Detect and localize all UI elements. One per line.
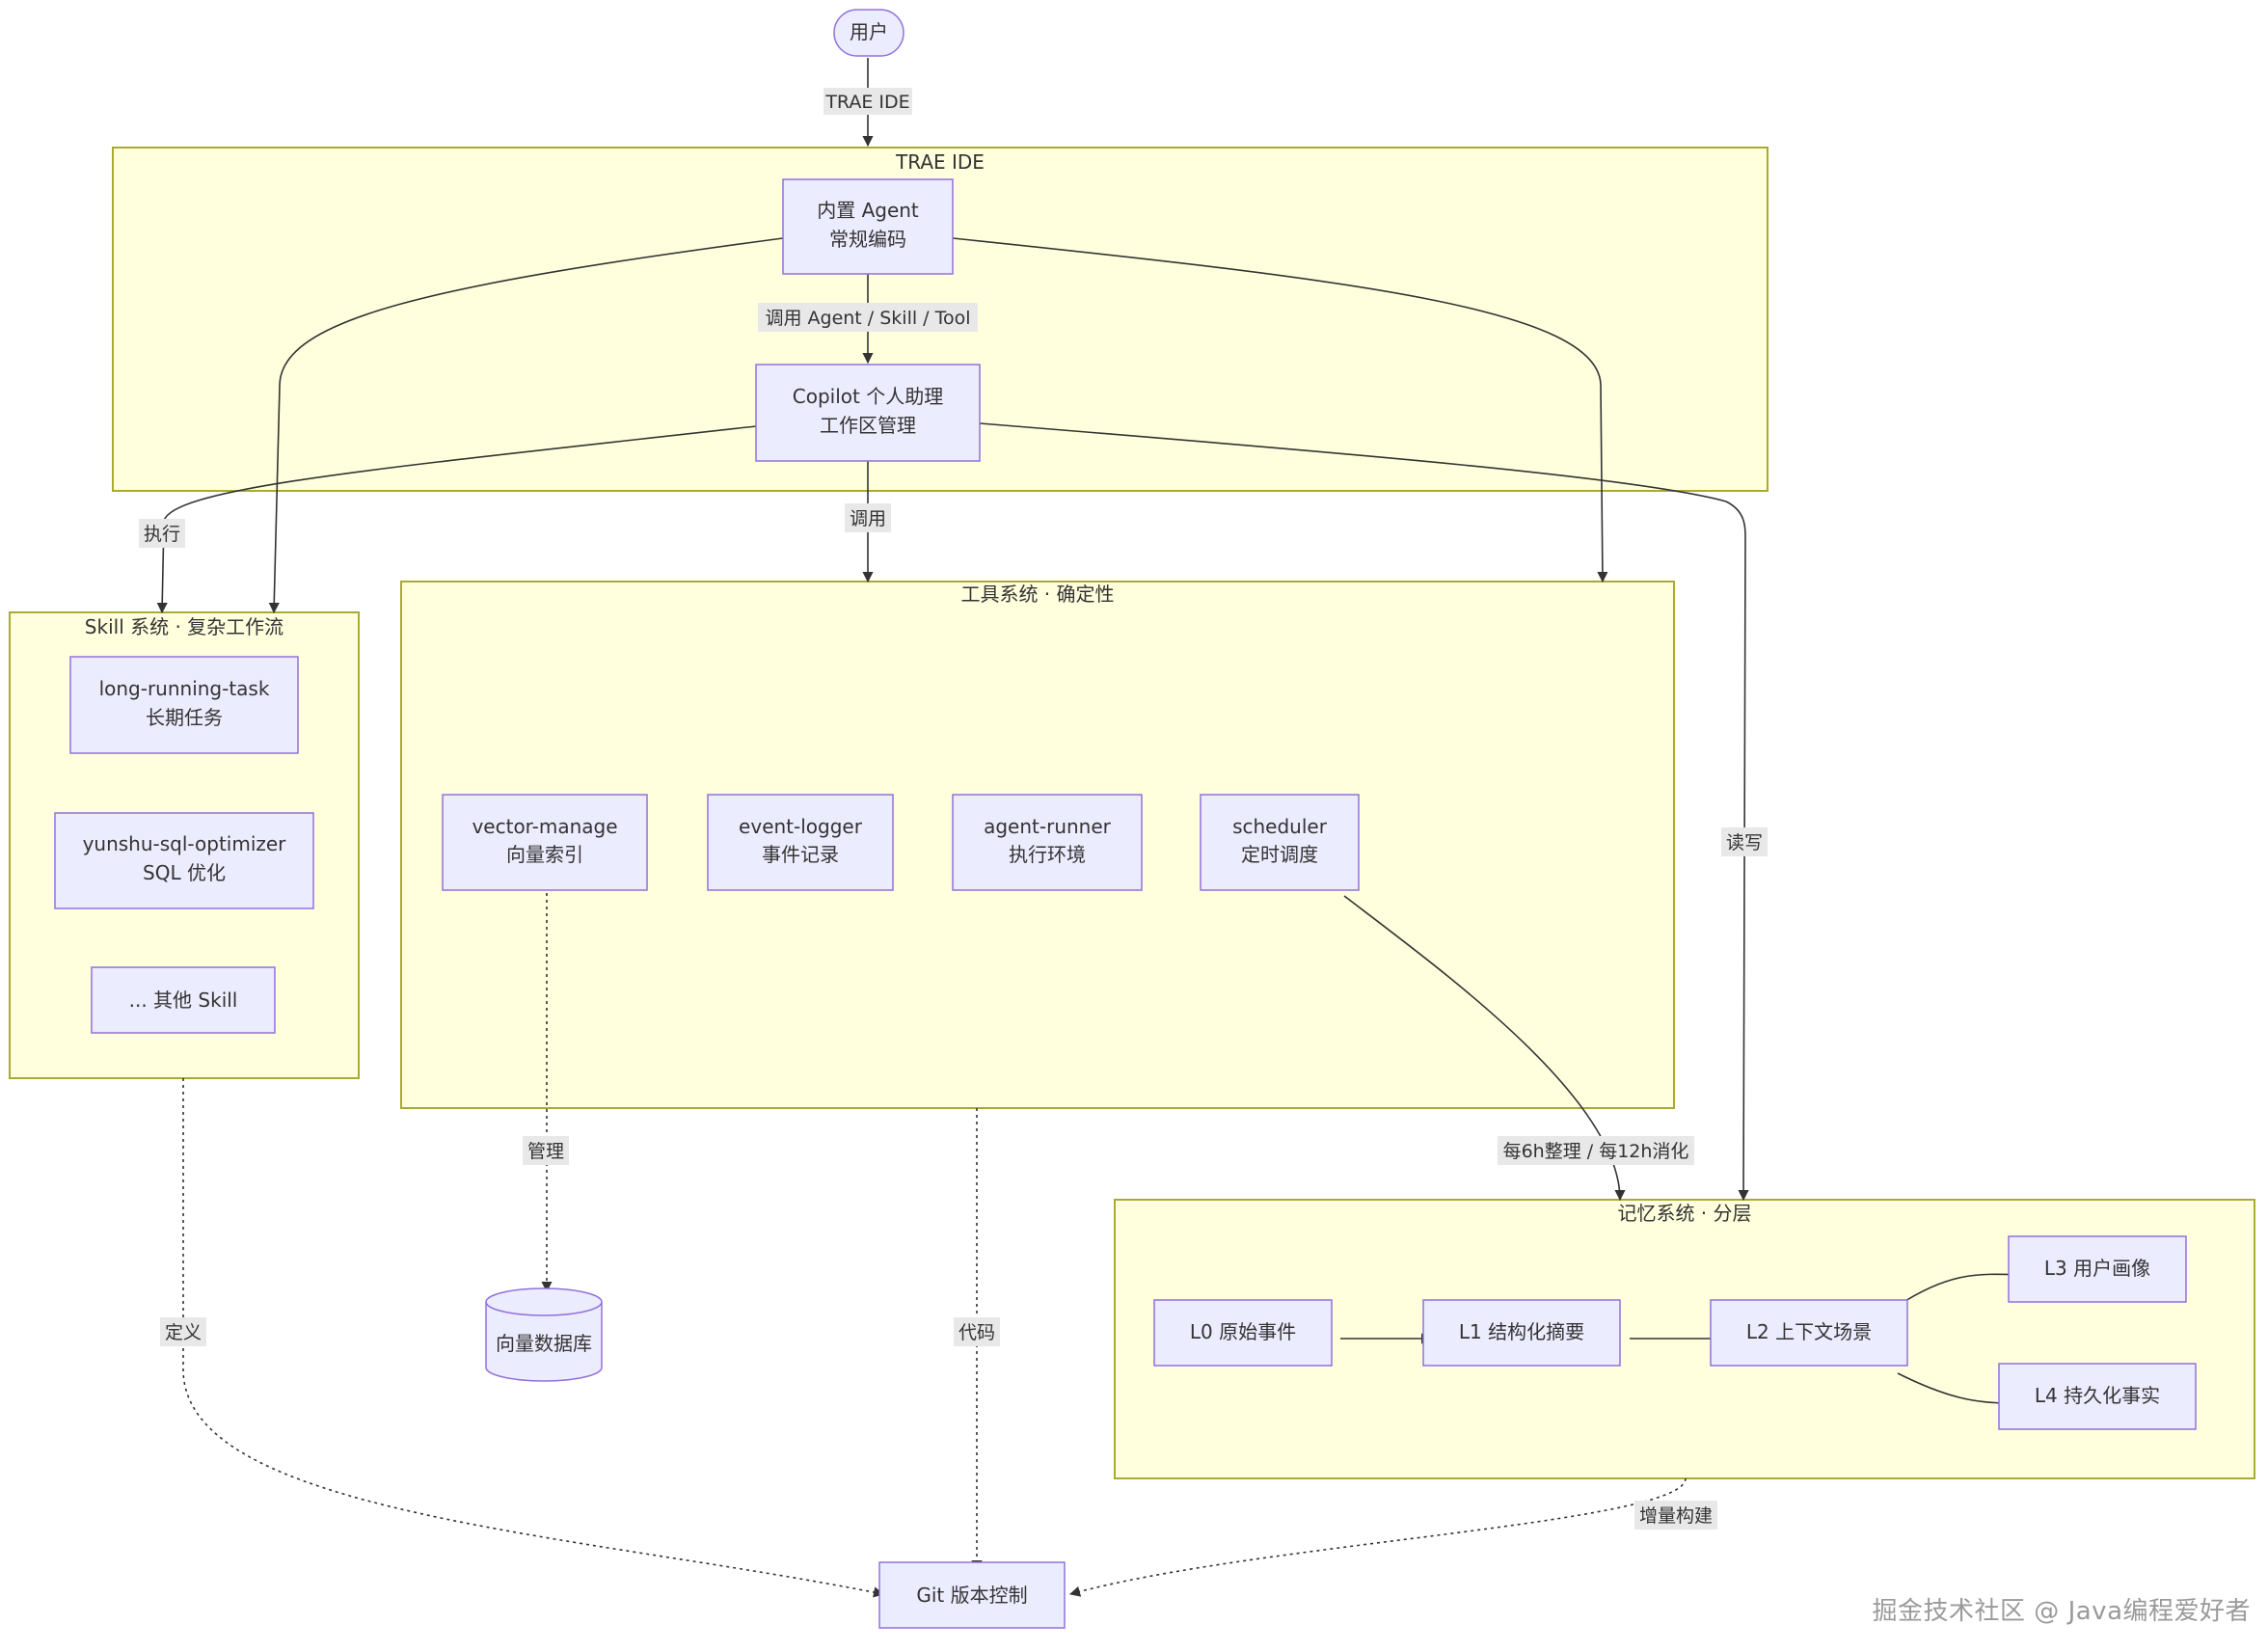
- edge-label-agent-copilot: 调用 Agent / Skill / Tool: [758, 303, 978, 332]
- node-scheduler-line2: 定时调度: [1241, 843, 1318, 866]
- node-skill2-line1: yunshu-sql-optimizer: [83, 832, 287, 855]
- node-skill-long-running-task: long-running-task 长期任务: [69, 656, 299, 754]
- edge-copilot-skill: [156, 425, 757, 614]
- node-l3: L3 用户画像: [2008, 1235, 2187, 1303]
- edge-label-agent-copilot-text: 调用 Agent / Skill / Tool: [765, 308, 970, 329]
- edge-label-copilot-skill-text: 执行: [144, 524, 180, 545]
- node-logger-line1: event-logger: [739, 815, 863, 838]
- edge-label-scheduler-memory-text: 每6h整理 / 每12h消化: [1503, 1141, 1689, 1162]
- node-l4: L4 持久化事实: [1998, 1363, 2197, 1430]
- node-skill-sql-optimizer: yunshu-sql-optimizer SQL 优化: [54, 812, 314, 909]
- node-l2-label: L2 上下文场景: [1746, 1320, 1872, 1343]
- edge-label-copilot-memory: 读写: [1721, 827, 1768, 856]
- edge-label-tool-git: 代码: [954, 1317, 1000, 1346]
- node-l2: L2 上下文场景: [1710, 1299, 1908, 1367]
- edge-agent-skill: [268, 237, 784, 614]
- watermark: 掘金技术社区 @ Java编程爱好者: [1872, 1597, 2251, 1626]
- edge-label-user-trae-text: TRAE IDE: [824, 92, 909, 113]
- node-skill2-line2: SQL 优化: [143, 861, 226, 884]
- node-l4-label: L4 持久化事实: [2035, 1384, 2160, 1407]
- node-skill-other: ... 其他 Skill: [91, 966, 276, 1034]
- edge-l2-l3: [1897, 1268, 2021, 1307]
- node-vector-manage: vector-manage 向量索引: [442, 794, 648, 891]
- node-copilot-line1: Copilot 个人助理: [793, 385, 943, 408]
- node-l1-label: L1 结构化摘要: [1459, 1320, 1584, 1343]
- node-vector-database: 向量数据库: [485, 1287, 603, 1382]
- node-agent-runner: agent-runner 执行环境: [952, 794, 1143, 891]
- edge-label-copilot-skill: 执行: [139, 519, 185, 548]
- edge-label-skill-git-text: 定义: [165, 1322, 202, 1343]
- node-scheduler-line1: scheduler: [1232, 815, 1328, 838]
- node-copilot-line2: 工作区管理: [820, 414, 916, 437]
- edge-label-scheduler-memory: 每6h整理 / 每12h消化: [1498, 1136, 1694, 1165]
- edge-label-user-trae: TRAE IDE: [824, 88, 912, 115]
- cluster-skill-title: Skill 系统 · 复杂工作流: [85, 615, 284, 638]
- node-runner-line2: 执行环境: [1009, 843, 1086, 866]
- node-l1: L1 结构化摘要: [1422, 1299, 1621, 1367]
- node-skill1-line2: 长期任务: [146, 706, 223, 729]
- node-git-label: Git 版本控制: [916, 1584, 1027, 1607]
- edge-label-copilot-memory-text: 读写: [1726, 832, 1763, 853]
- cluster-tool-title: 工具系统 · 确定性: [960, 582, 1114, 606]
- node-skill1-line1: long-running-task: [99, 677, 270, 700]
- edge-agent-tool: [952, 237, 1608, 583]
- node-vdb-label: 向量数据库: [496, 1332, 592, 1355]
- node-event-logger: event-logger 事件记录: [707, 794, 894, 891]
- cluster-trae-title: TRAE IDE: [895, 150, 985, 174]
- edge-label-vector-vdb-text: 管理: [527, 1141, 564, 1162]
- edge-label-copilot-tool: 调用: [845, 503, 891, 532]
- node-copilot: Copilot 个人助理 工作区管理: [755, 364, 981, 462]
- node-vector-line2: 向量索引: [506, 843, 583, 866]
- edge-label-memory-git-text: 增量构建: [1639, 1505, 1713, 1527]
- node-scheduler: scheduler 定时调度: [1200, 794, 1360, 891]
- edge-label-vector-vdb: 管理: [523, 1136, 569, 1165]
- node-l0-label: L0 原始事件: [1190, 1320, 1296, 1343]
- node-agent-line2: 常规编码: [829, 228, 906, 251]
- cluster-memory-title: 记忆系统 · 分层: [1617, 1202, 1751, 1225]
- node-user-label: 用户: [850, 20, 888, 43]
- edge-label-memory-git: 增量构建: [1634, 1501, 1717, 1530]
- node-agent-line1: 内置 Agent: [817, 199, 919, 222]
- edge-label-tool-git-text: 代码: [958, 1322, 995, 1343]
- edge-label-copilot-tool-text: 调用: [850, 508, 886, 529]
- node-logger-line2: 事件记录: [762, 843, 839, 866]
- node-l0: L0 原始事件: [1153, 1299, 1333, 1367]
- edge-skill-git: [182, 1078, 885, 1598]
- edges: [156, 58, 2021, 1409]
- edge-label-skill-git: 定义: [160, 1317, 206, 1346]
- node-git: Git 版本控制: [878, 1561, 1066, 1629]
- node-skill3-label: ... 其他 Skill: [129, 988, 238, 1012]
- edge-memory-git: [1068, 1477, 1687, 1597]
- edge-copilot-memory: [979, 422, 1749, 1202]
- node-l3-label: L3 用户画像: [2044, 1257, 2150, 1280]
- node-builtin-agent: 内置 Agent 常规编码: [782, 178, 954, 275]
- node-runner-line1: agent-runner: [984, 815, 1112, 838]
- node-user: 用户: [833, 9, 904, 57]
- node-vector-line1: vector-manage: [472, 815, 617, 838]
